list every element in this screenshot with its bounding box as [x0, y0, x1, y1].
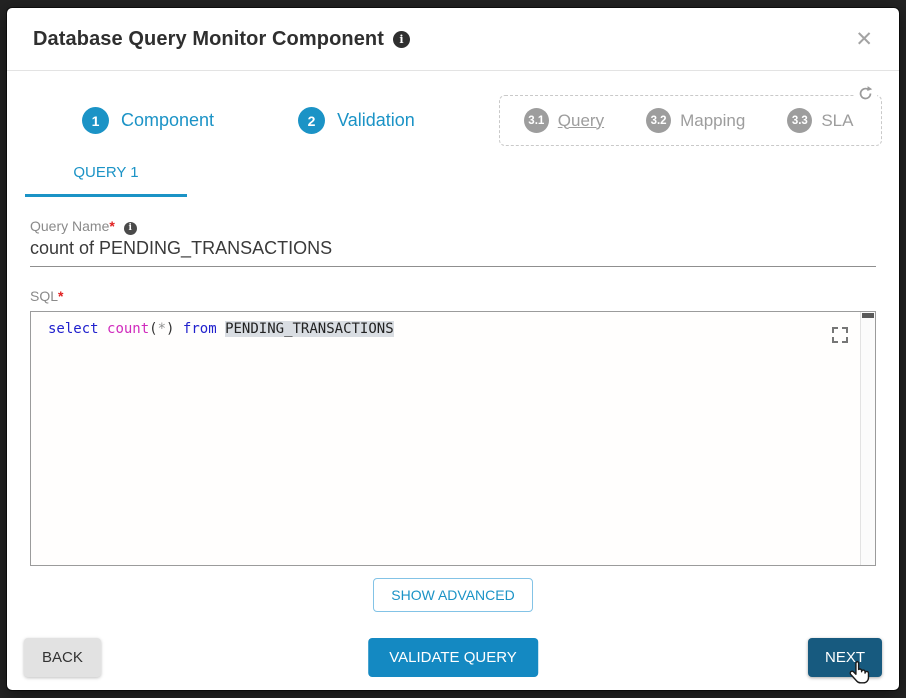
step-validation[interactable]: 2 Validation	[298, 107, 415, 134]
fullscreen-icon[interactable]	[832, 326, 848, 343]
substep-3-1-badge: 3.1	[523, 108, 549, 133]
sql-token-table-name: PENDING_TRANSACTIONS	[225, 320, 394, 337]
dialog-title: Database Query Monitor Component	[33, 27, 385, 50]
substep-3-3-badge: 3.3	[787, 108, 813, 133]
validate-query-button[interactable]: VALIDATE QUERY	[368, 638, 538, 677]
substeps-group: 3.1 Query 3.2 Mapping 3.3 SLA	[498, 85, 882, 146]
substep-sla-label: SLA	[821, 110, 854, 130]
editor-vertical-scrollbar[interactable]	[860, 311, 875, 565]
step-1-badge: 1	[82, 107, 109, 134]
query-tab-strip: QUERY 1	[7, 146, 899, 197]
sql-token-close-paren: )	[166, 320, 183, 337]
substep-mapping[interactable]: 3.2 Mapping	[646, 108, 745, 133]
sql-token-count: count	[107, 320, 150, 337]
show-advanced-button[interactable]: SHOW ADVANCED	[373, 577, 533, 612]
tab-query-1[interactable]: QUERY 1	[25, 156, 187, 197]
query-name-label: Query Name* i	[30, 218, 876, 235]
substep-3-2-badge: 3.2	[646, 108, 672, 133]
substep-query-label: Query	[557, 110, 605, 130]
sql-token-open-paren: (	[149, 320, 158, 337]
advanced-row: SHOW ADVANCED	[30, 577, 876, 612]
refresh-icon[interactable]	[853, 85, 877, 102]
next-button[interactable]: NEXT	[807, 638, 882, 677]
step-2-label: Validation	[337, 110, 415, 130]
step-2-badge: 2	[298, 107, 326, 134]
query-name-info-icon[interactable]: i	[123, 221, 137, 235]
substep-sla[interactable]: 3.3 SLA	[787, 108, 853, 133]
query-name-input[interactable]: count of PENDING_TRANSACTIONS	[30, 235, 876, 267]
sql-token-select: select	[48, 320, 108, 337]
step-component[interactable]: 1 Component	[82, 107, 214, 134]
substep-mapping-label: Mapping	[680, 110, 746, 130]
close-icon[interactable]: ✕	[855, 27, 873, 51]
sql-code-editor[interactable]: select count(*) from PENDING_TRANSACTION…	[30, 310, 876, 566]
substep-query[interactable]: 3.1 Query	[523, 108, 605, 133]
editor-scrollbar-thumb[interactable]	[862, 312, 874, 318]
info-icon[interactable]: i	[393, 30, 411, 48]
dialog-footer: BACK VALIDATE QUERY NEXT	[7, 630, 899, 690]
step-1-label: Component	[121, 110, 215, 130]
sql-code-line: select count(*) from PENDING_TRANSACTION…	[31, 312, 875, 337]
sql-token-from: from	[182, 320, 226, 337]
query-name-required-mark: *	[109, 218, 115, 234]
form-content: Query Name* i count of PENDING_TRANSACTI…	[7, 197, 899, 612]
dialog-header: Database Query Monitor Component i ✕	[7, 8, 899, 71]
sql-token-star: *	[157, 320, 167, 337]
database-query-monitor-dialog: Database Query Monitor Component i ✕ 1 C…	[7, 8, 899, 690]
sql-required-mark: *	[58, 287, 64, 304]
sql-label: SQL*	[30, 287, 64, 304]
back-button[interactable]: BACK	[24, 638, 101, 677]
wizard-steps: 1 Component 2 Validation 3.1 Query 3.2 M…	[7, 71, 899, 146]
